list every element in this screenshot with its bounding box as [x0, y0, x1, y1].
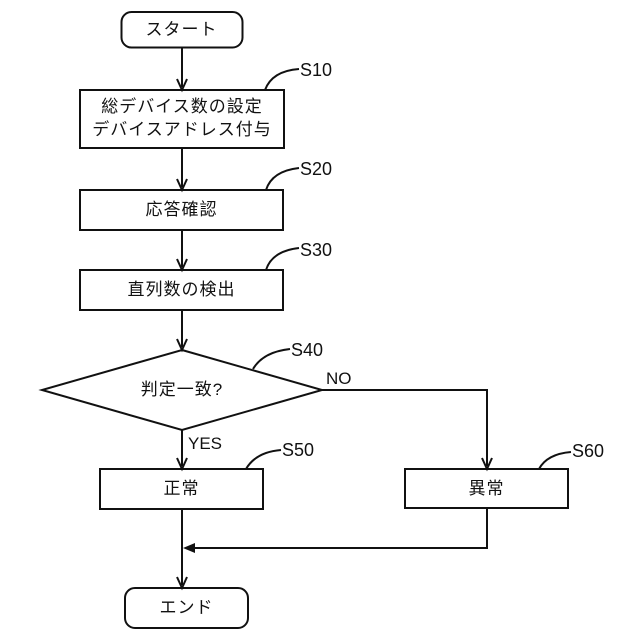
process-s30-label: 直列数の検出 [127, 280, 236, 300]
process-s60-label: 異常 [468, 478, 505, 498]
arrowhead-into-s20 [176, 178, 188, 193]
step-label-s50: S50 [282, 440, 315, 460]
leader-s20 [265, 167, 300, 191]
process-s20-label: 応答確認 [145, 200, 218, 220]
process-s10-label: 総デバイス数の設定 デバイスアドレス付与 [80, 90, 284, 148]
process-s10-line2: デバイスアドレス付与 [92, 120, 272, 139]
leader-s10 [264, 68, 300, 91]
no-branch-label: NO [326, 369, 352, 388]
leader-s60 [538, 451, 572, 470]
step-label-s40: S40 [291, 340, 324, 360]
connector-s40-s60-no [322, 389, 488, 466]
step-label-s30: S30 [300, 240, 333, 260]
arrowhead-merge-left [183, 543, 195, 553]
process-s50-label: 正常 [163, 479, 200, 499]
leader-s50 [245, 449, 282, 470]
arrowhead-into-s10 [176, 78, 188, 93]
end-terminal-label: エンド [159, 598, 214, 618]
arrowhead-into-s50 [176, 457, 188, 472]
step-label-s10: S10 [300, 60, 333, 80]
decision-s40-label: 判定一致? [140, 380, 224, 400]
arrowhead-into-end [176, 576, 188, 591]
leader-s40 [252, 348, 291, 370]
step-label-s60: S60 [572, 441, 605, 461]
arrowhead-into-s30 [176, 258, 188, 273]
leader-s30 [265, 247, 300, 271]
end-terminal-shape [124, 587, 249, 629]
step-label-s20: S20 [300, 159, 333, 179]
arrowhead-into-s40 [176, 338, 188, 353]
yes-branch-label: YES [188, 434, 223, 453]
process-s10-line1: 総デバイス数の設定 [101, 97, 263, 117]
arrowhead-into-s60 [481, 457, 493, 472]
connector-s60-merge [186, 508, 488, 549]
start-terminal-label: スタート [145, 20, 218, 40]
